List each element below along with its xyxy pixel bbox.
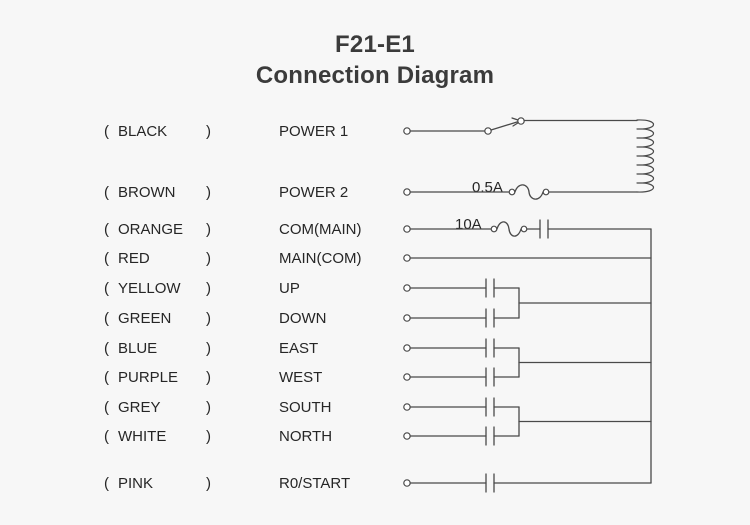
- paren-close: ): [206, 428, 211, 445]
- wire-color-name: PINK: [118, 475, 154, 492]
- wire-terminal: [403, 127, 411, 135]
- wire-color-label: ( WHITE): [104, 429, 234, 444]
- paren-close: ): [206, 221, 211, 238]
- paren-close: ): [206, 340, 211, 357]
- paren-close: ): [206, 369, 211, 386]
- wire-terminal: [403, 479, 411, 487]
- switch-contact-node: [517, 117, 525, 125]
- fuse-10a-right-node: [520, 225, 528, 233]
- wire-function-label: SOUTH: [279, 399, 332, 416]
- relay-coil: [636, 119, 655, 193]
- paren-open: (: [104, 428, 109, 445]
- fuse-0p5a-left-node: [508, 188, 516, 196]
- wire-terminal: [403, 284, 411, 292]
- wire-function-label: EAST: [279, 340, 319, 357]
- wire-color-label: ( BLUE): [104, 341, 234, 356]
- paren-open: (: [104, 310, 109, 327]
- wire-terminal: [403, 225, 411, 233]
- wire-color-label: ( BLACK): [104, 124, 234, 139]
- wire-function-label: MAIN(COM): [279, 250, 362, 267]
- wire-function-label: NORTH: [279, 428, 333, 445]
- wire-color-label: ( RED): [104, 251, 234, 266]
- wire-function-label: COM(MAIN): [279, 221, 362, 238]
- paren-close: ): [206, 123, 211, 140]
- fuse-10a-element: [496, 221, 522, 237]
- paren-open: (: [104, 123, 109, 140]
- paren-open: (: [104, 340, 109, 357]
- wire-color-name: YELLOW: [118, 280, 181, 297]
- fuse-rating-label: 10A: [455, 216, 482, 233]
- wire-color-name: GREY: [118, 399, 161, 416]
- paren-open: (: [104, 399, 109, 416]
- wire-color-label: ( BROWN): [104, 185, 234, 200]
- wire-terminal: [403, 373, 411, 381]
- switch-blade: [490, 121, 518, 131]
- wire-color-name: GREEN: [118, 310, 172, 327]
- paren-open: (: [104, 369, 109, 386]
- wire-color-name: WHITE: [118, 428, 167, 445]
- wire-color-label: ( ORANGE): [104, 222, 234, 237]
- wire-color-label: ( GREY): [104, 400, 234, 415]
- wire-function-label: POWER 1: [279, 123, 349, 140]
- wire-color-label: ( YELLOW): [104, 281, 234, 296]
- page-title-subtitle: Connection Diagram: [255, 62, 495, 89]
- wire-terminal: [403, 432, 411, 440]
- wire-terminal: [403, 403, 411, 411]
- diagram-title-block: F21-E1 Connection Diagram: [0, 30, 750, 92]
- wire-color-name: RED: [118, 250, 150, 267]
- paren-open: (: [104, 221, 109, 238]
- wire-terminal: [403, 254, 411, 262]
- wire-function-label: POWER 2: [279, 184, 349, 201]
- paren-open: (: [104, 475, 109, 492]
- paren-open: (: [104, 184, 109, 201]
- paren-open: (: [104, 280, 109, 297]
- wire-color-label: ( PINK): [104, 476, 234, 491]
- wire-function-label: R0/START: [279, 475, 351, 492]
- wire-color-name: PURPLE: [118, 369, 179, 386]
- wire-color-name: BROWN: [118, 184, 176, 201]
- fuse-10a-left-node: [490, 225, 498, 233]
- wire-terminal: [403, 188, 411, 196]
- paren-close: ): [206, 310, 211, 327]
- wire-function-label: DOWN: [279, 310, 327, 327]
- wire-color-label: ( GREEN): [104, 311, 234, 326]
- wire-color-name: BLACK: [118, 123, 168, 140]
- wire-color-name: BLUE: [118, 340, 158, 357]
- wire-function-label: WEST: [279, 369, 323, 386]
- fuse-rating-label: 0.5A: [472, 179, 503, 196]
- paren-close: ): [206, 399, 211, 416]
- wire-color-name: ORANGE: [118, 221, 184, 238]
- paren-open: (: [104, 250, 109, 267]
- fuse-0p5a-element: [514, 184, 544, 200]
- wire-color-label: ( PURPLE): [104, 370, 234, 385]
- wire-terminal: [403, 344, 411, 352]
- paren-close: ): [206, 280, 211, 297]
- wire-terminal: [403, 314, 411, 322]
- paren-close: ): [206, 475, 211, 492]
- page-title-model: F21-E1: [335, 31, 415, 58]
- fuse-0p5a-right-node: [542, 188, 550, 196]
- paren-close: ): [206, 184, 211, 201]
- switch-pivot-node: [484, 127, 492, 135]
- wire-function-label: UP: [279, 280, 300, 297]
- paren-close: ): [206, 250, 211, 267]
